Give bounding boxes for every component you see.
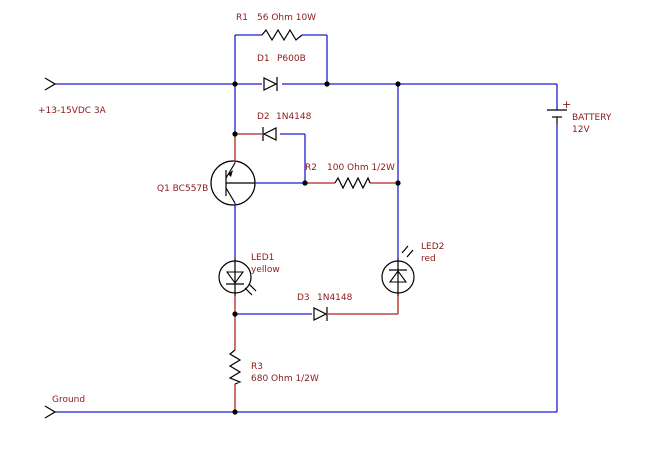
junction-dots [232,81,401,415]
d1-value-label: P600B [277,54,306,64]
led1-ref-label: LED1 [251,253,274,263]
led1-color-label: yellow [251,265,280,275]
r3-resistor [228,349,242,385]
d1-diode [263,77,278,91]
d3-value-label: 1N4148 [317,293,353,303]
q1-label: Q1 BC557B [157,184,208,194]
r1-bypass-wire [234,34,328,84]
d2-branch-wire [234,84,306,183]
r2-ref-label: R2 [305,163,317,173]
led2-color-label: red [421,254,436,264]
ground-terminal-icon [44,405,57,419]
d3-diode [313,307,328,321]
ground-rail-wire [55,124,558,413]
battery-ref-label: BATTERY [572,113,612,123]
battery-symbol [547,109,567,124]
top-rail-wire [55,83,558,110]
d1-ref-label: D1 [257,54,270,64]
r2-resistor [334,176,371,190]
led2-symbol [381,245,415,296]
q1-transistor [210,134,256,232]
r1-ref-label: R1 [236,13,248,23]
d2-ref-label: D2 [257,112,270,122]
r1-resistor [261,28,303,42]
battery-polarity-label: + [562,98,571,111]
led2-ref-label: LED2 [421,242,444,252]
input-terminal-icon [44,77,57,91]
r1-value-label: 56 Ohm 10W [257,13,316,23]
d3-ref-label: D3 [297,293,310,303]
d2-value-label: 1N4148 [276,112,312,122]
input-terminal-label: +13-15VDC 3A [38,106,107,116]
led1-symbol [218,232,257,314]
r3-value-label: 680 Ohm 1/2W [251,374,319,384]
r3-ref-label: R3 [251,362,263,372]
d2-diode [262,127,277,141]
battery-value-label: 12V [572,125,590,135]
r2-value-label: 100 Ohm 1/2W [327,163,395,173]
ground-terminal-label: Ground [52,395,85,405]
